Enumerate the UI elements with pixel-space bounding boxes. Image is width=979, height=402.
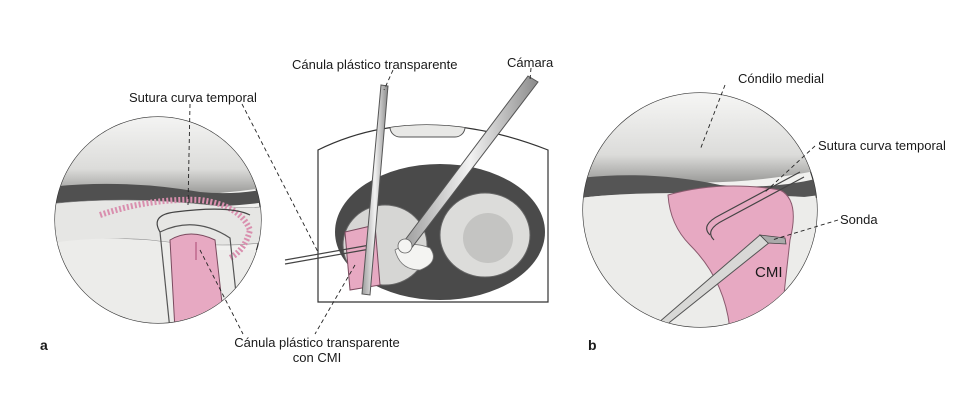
label-sonda: Sonda xyxy=(840,212,878,227)
view-a-circle xyxy=(54,116,262,324)
leader-lines xyxy=(187,67,839,335)
label-camara: Cámara xyxy=(507,55,554,70)
panel-label-a: a xyxy=(40,337,48,353)
label-cmi: CMI xyxy=(755,264,783,281)
knee-cross-section xyxy=(284,75,549,303)
label-condilo-medial: Cóndilo medial xyxy=(738,71,824,86)
panel-label-b: b xyxy=(588,337,597,353)
label-sutura-curva-temporal-a: Sutura curva temporal xyxy=(129,90,257,105)
label-canula-line1: Cánula plástico transparente xyxy=(234,335,400,350)
label-sutura-curva-temporal-b: Sutura curva temporal xyxy=(818,138,946,153)
label-canula-plastico-top: Cánula plástico transparente xyxy=(292,57,458,72)
view-b-circle xyxy=(582,92,818,328)
label-canula-plastico-bottom: Cánula plástico transparente con CMI xyxy=(219,335,415,365)
label-canula-line2: con CMI xyxy=(292,350,342,365)
